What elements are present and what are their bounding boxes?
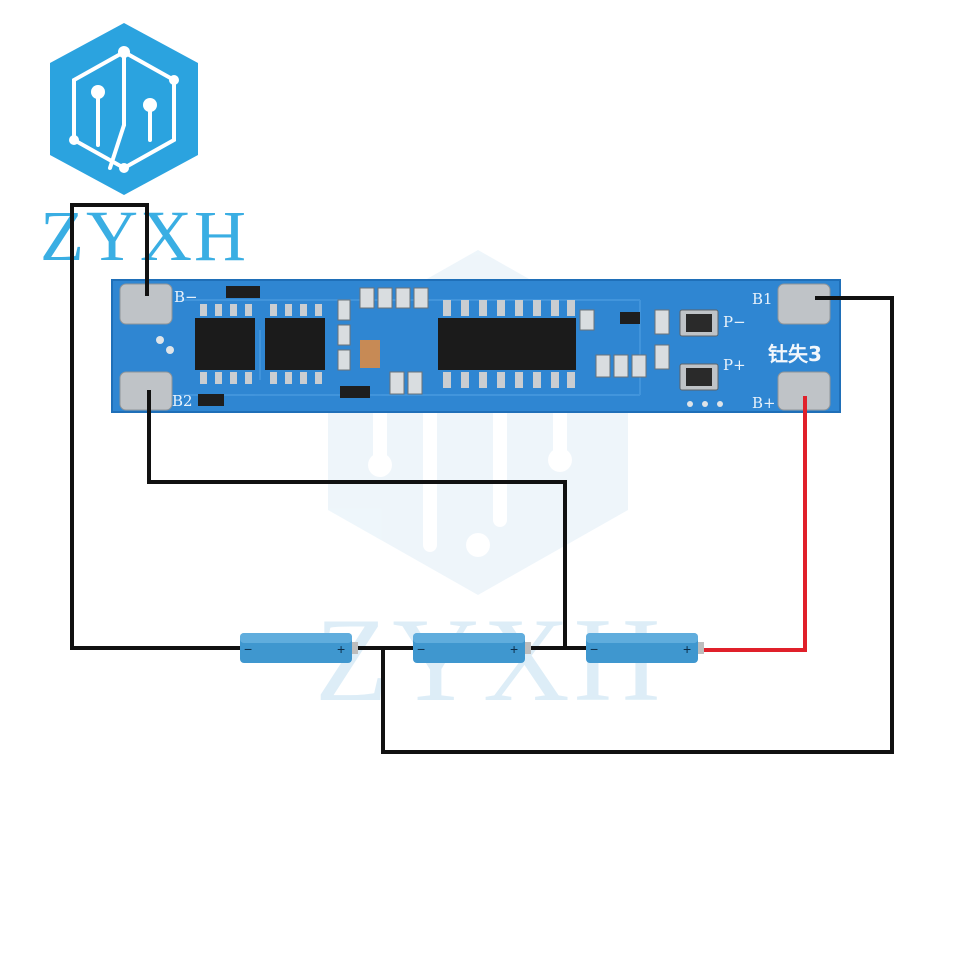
pcb-board [111,279,841,413]
circuit-hexagon-icon [50,23,198,195]
battery-1-minus: − [244,641,252,657]
label-b-minus: B− [174,288,198,306]
label-b1: B1 [752,290,773,308]
wire-b2 [147,390,567,650]
pad-b1 [777,283,831,325]
label-b-plus: B+ [752,394,776,412]
wire-b-minus [70,203,245,650]
label-p-minus: P− [723,313,746,331]
wires [70,203,894,754]
label-p-plus: P+ [723,356,746,374]
wire-b-plus [700,396,807,652]
brand-name: ZYXH [40,196,248,276]
label-b2: B2 [172,392,193,410]
battery-2-minus: − [417,641,425,657]
battery-2 [413,633,531,663]
battery-3 [586,633,704,663]
pad-b2 [119,371,173,411]
battery-3-plus: + [683,641,691,657]
battery-1-plus: + [337,641,345,657]
label-model: 钍失3 [768,342,822,366]
battery-1 [240,633,358,663]
battery-2-plus: + [510,641,518,657]
smd-components [156,286,723,407]
ic-chips [195,300,576,388]
battery-3-minus: − [590,641,598,657]
